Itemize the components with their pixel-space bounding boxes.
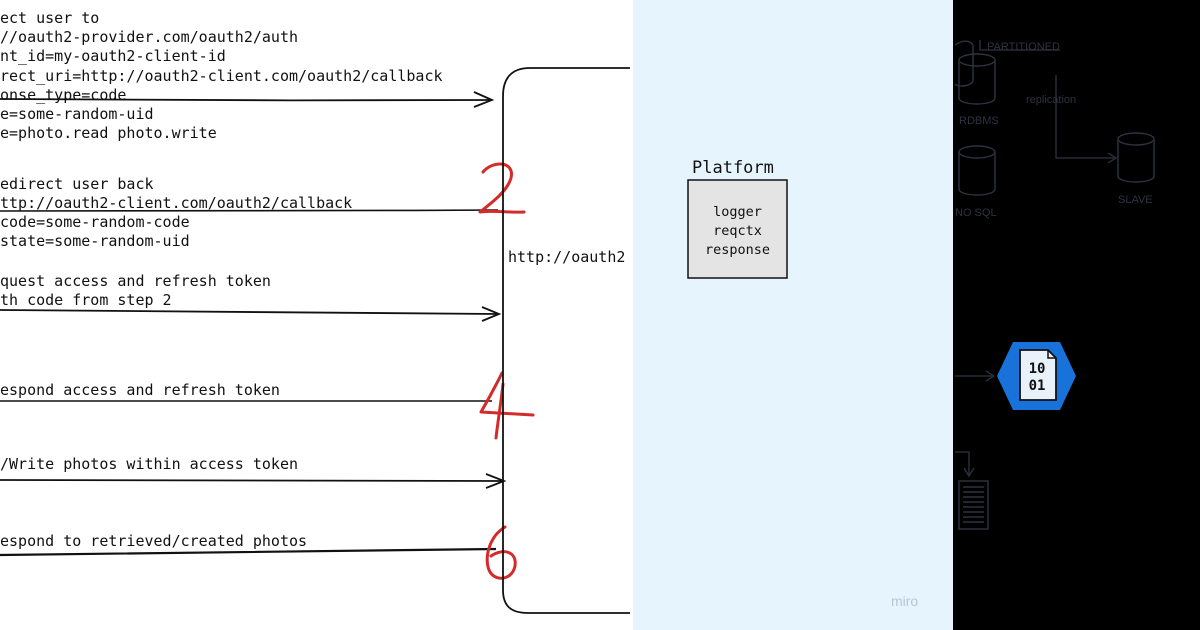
server-arrowhead [963, 467, 975, 478]
svg-text:ect user to: ect user to [0, 9, 99, 27]
step-5-text: /Write photos within access token [0, 455, 298, 473]
binary-line-1: 10 [1029, 361, 1046, 377]
rdbms-label: RDBMS [959, 115, 999, 127]
server-label: http://oauth2 [508, 248, 625, 266]
step-5-arrow [0, 473, 507, 489]
rdbms-database-icon [954, 40, 996, 105]
step-4-text: espond access and refresh token [0, 381, 280, 399]
platform-item-response: response [705, 242, 770, 258]
replication-connector [1055, 75, 1114, 159]
svg-text:code=some-random-code: code=some-random-code [0, 213, 190, 231]
partition-bracket [979, 40, 1060, 51]
step-3-arrow [0, 306, 502, 322]
nosql-label: NO SQL [955, 207, 997, 219]
platform-box[interactable] [687, 179, 788, 279]
storage-arrowhead [985, 370, 996, 382]
step-3-text: quest access and refresh token th code f… [0, 272, 271, 309]
platform-panel: Platform logger reqctx response miro [633, 0, 953, 630]
slave-label: SLAVE [1118, 194, 1153, 206]
platform-title: Platform [692, 158, 774, 178]
svg-text:edirect user back: edirect user back [0, 175, 154, 193]
oauth-sequence-panel: ect user to //oauth2-provider.com/oauth2… [0, 9, 630, 614]
partitioned-label: PARTITIONED [987, 41, 1060, 53]
svg-text:nt_id=my-oauth2-client-id: nt_id=my-oauth2-client-id [0, 47, 226, 65]
server-connector [955, 451, 970, 474]
nosql-database-icon [958, 145, 996, 196]
binary-line-2: 01 [1029, 378, 1046, 394]
slave-database-icon [1117, 132, 1155, 183]
step-6-line [0, 547, 497, 557]
server-rack-icon [958, 480, 989, 530]
step-1-arrow [0, 91, 495, 108]
step-2-text: edirect user back ttp://oauth2-client.co… [0, 175, 352, 250]
svg-text:onse_type=code: onse_type=code [0, 86, 126, 104]
svg-text:e=photo.read photo.write: e=photo.read photo.write [0, 124, 217, 142]
server-box [502, 67, 630, 614]
svg-text:th code from step 2: th code from step 2 [0, 291, 172, 309]
replication-label: replication [1026, 94, 1076, 106]
svg-text:ttp://oauth2-client.com/oauth2: ttp://oauth2-client.com/oauth2/callback [0, 194, 352, 212]
architecture-panel: PARTITIONED RDBMS replication SLAVE NO S… [953, 0, 1200, 630]
platform-item-logger: logger [713, 204, 762, 220]
miro-watermark: miro [891, 593, 918, 609]
svg-text:quest access and refresh token: quest access and refresh token [0, 272, 271, 290]
step-6-text: espond to retrieved/created photos [0, 532, 307, 550]
replication-arrowhead [1107, 152, 1118, 164]
step-2-line [0, 209, 499, 212]
svg-text://oauth2-provider.com/oauth2/a: //oauth2-provider.com/oauth2/auth [0, 28, 298, 46]
svg-text:e=some-random-uid: e=some-random-uid [0, 105, 154, 123]
svg-text:rect_uri=http://oauth2-client.: rect_uri=http://oauth2-client.com/oauth2… [0, 67, 443, 85]
platform-item-reqctx: reqctx [713, 223, 762, 239]
binary-storage-icon[interactable]: 10 01 [997, 342, 1076, 410]
svg-text:state=some-random-uid: state=some-random-uid [0, 232, 190, 250]
